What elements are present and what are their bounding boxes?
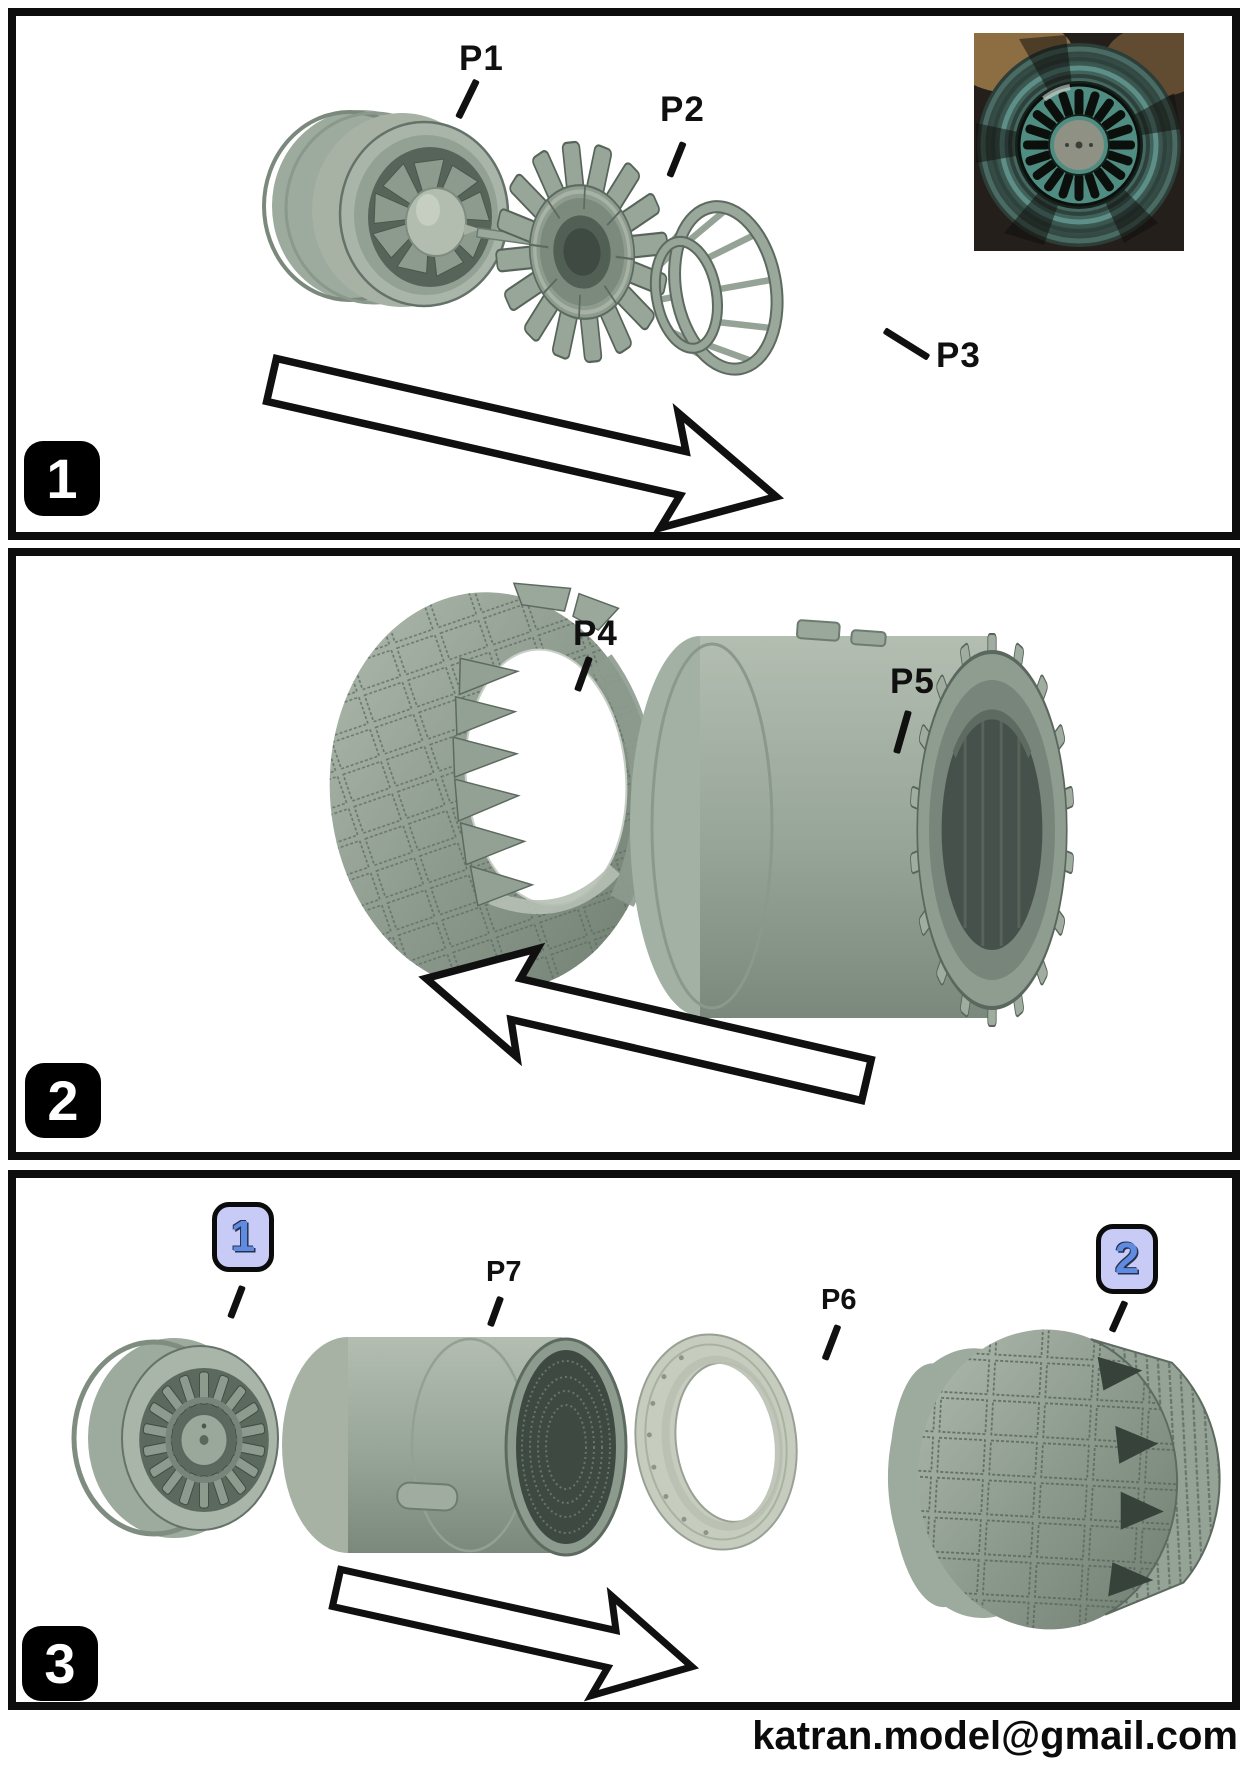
step-number-badge-1: 1 <box>24 441 100 516</box>
part-label-p5: P5 <box>890 662 935 701</box>
assembly-ref-badge-2: 2 <box>1096 1224 1158 1294</box>
part-label-p3: P3 <box>936 336 981 375</box>
step-panel-2 <box>8 548 1240 1160</box>
part-label-p6: P6 <box>821 1284 857 1316</box>
part-label-p4: P4 <box>573 614 618 653</box>
step-panel-3 <box>8 1170 1240 1710</box>
step-number-badge-3: 3 <box>22 1626 98 1701</box>
reference-photo <box>950 17 1208 251</box>
contact-email: katran.model@gmail.com <box>752 1714 1238 1758</box>
engine-exhaust-photo <box>950 17 1208 251</box>
part-label-p2: P2 <box>660 90 705 129</box>
step-number-badge-2: 2 <box>25 1063 101 1138</box>
assembly-ref-badge-1: 1 <box>212 1202 274 1272</box>
part-label-p1: P1 <box>459 39 504 78</box>
part-label-p7: P7 <box>486 1256 522 1288</box>
